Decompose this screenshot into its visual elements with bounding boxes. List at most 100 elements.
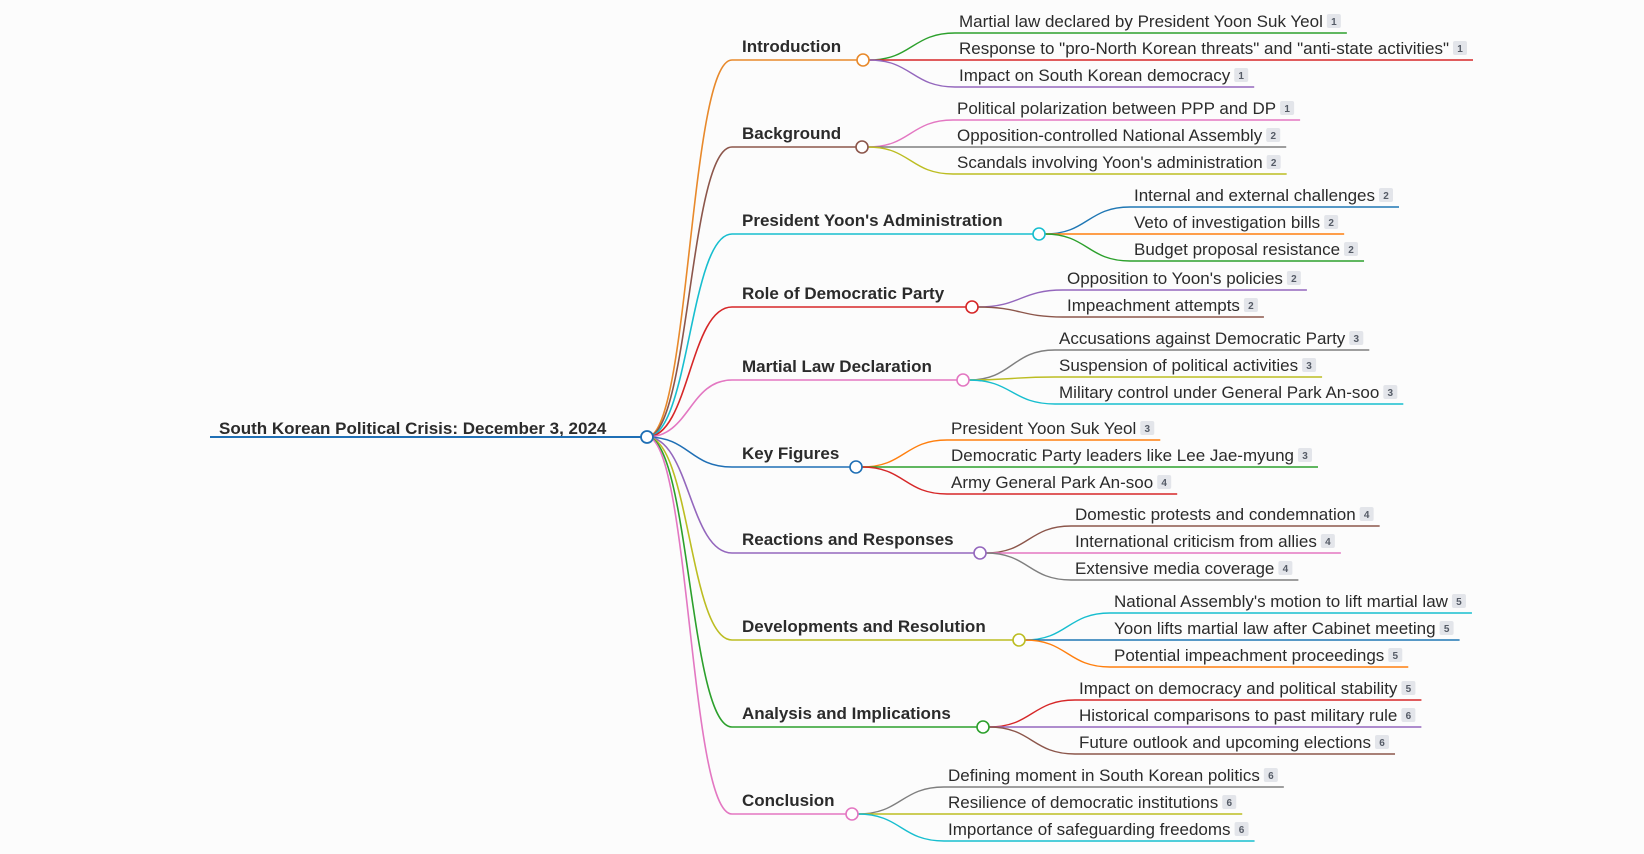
reference-badge: 1: [1331, 17, 1337, 28]
leaf-label: Opposition to Yoon's policies: [1067, 269, 1283, 288]
reference-badge: 5: [1444, 624, 1450, 635]
badge-background: [1278, 561, 1293, 575]
leaf-label: Impact on South Korean democracy: [959, 66, 1231, 85]
collapse-toggle-icon[interactable]: [856, 53, 870, 67]
badge-background: [1234, 822, 1249, 836]
branch-to-leaf-connector: [1024, 612, 1111, 641]
badge-background: [1263, 768, 1278, 782]
root-to-branch-connector: [646, 146, 733, 438]
branch-node[interactable]: Background: [732, 124, 869, 154]
leaf-node[interactable]: Political polarization between PPP and D…: [953, 99, 1301, 121]
collapse-toggle-icon[interactable]: [965, 300, 979, 314]
branch-node[interactable]: Martial Law Declaration: [732, 357, 970, 387]
branch-node[interactable]: Analysis and Implications: [732, 704, 990, 734]
branch-to-leaf-connector: [868, 32, 956, 61]
collapse-toggle-icon[interactable]: [845, 807, 859, 821]
leaf-node[interactable]: Military control under General Park An-s…: [1055, 383, 1404, 405]
leaf-label: Political polarization between PPP and D…: [957, 99, 1276, 118]
branch-to-leaf-connector: [861, 466, 948, 495]
branch-label: Analysis and Implications: [742, 704, 951, 723]
leaf-label: Resilience of democratic institutions: [948, 793, 1218, 812]
collapse-toggle-icon[interactable]: [855, 140, 869, 154]
leaf-node[interactable]: Defining moment in South Korean politics…: [944, 766, 1284, 788]
leaf-node[interactable]: Martial law declared by President Yoon S…: [955, 12, 1347, 34]
leaf-label: Budget proposal resistance: [1134, 240, 1340, 259]
leaf-label: International criticism from allies: [1075, 532, 1317, 551]
badge-background: [1266, 155, 1281, 169]
leaf-node[interactable]: Resilience of democratic institutions 6: [944, 793, 1243, 815]
reference-badge: 6: [1226, 798, 1232, 809]
collapse-toggle-icon[interactable]: [973, 546, 987, 560]
leaf-node[interactable]: Veto of investigation bills 2: [1130, 213, 1345, 235]
branch-node[interactable]: Role of Democratic Party: [732, 284, 979, 314]
leaf-node[interactable]: Impact on South Korean democracy 1: [955, 66, 1255, 88]
leaf-node[interactable]: Impact on democracy and political stabil…: [1075, 679, 1422, 701]
branch-label: Role of Democratic Party: [742, 284, 945, 303]
branch-node[interactable]: Conclusion: [732, 791, 859, 821]
collapse-toggle-icon[interactable]: [1032, 227, 1046, 241]
badge-background: [1375, 735, 1390, 749]
badge-background: [1320, 534, 1335, 548]
leaf-label: President Yoon Suk Yeol: [951, 419, 1136, 438]
reference-badge: 1: [1238, 71, 1244, 82]
collapse-toggle-icon[interactable]: [1012, 633, 1026, 647]
branch-to-leaf-connector: [1044, 233, 1131, 262]
leaf-node[interactable]: International criticism from allies 4: [1071, 532, 1341, 554]
leaf-node[interactable]: Scandals involving Yoon's administration…: [953, 153, 1287, 175]
reference-badge: 4: [1325, 537, 1331, 548]
leaf-label: Importance of safeguarding freedoms: [948, 820, 1231, 839]
reference-badge: 6: [1268, 771, 1274, 782]
leaf-node[interactable]: National Assembly's motion to lift marti…: [1110, 592, 1472, 614]
badge-background: [1451, 594, 1466, 608]
leaf-label: Response to "pro-North Korean threats" a…: [959, 39, 1449, 58]
branch-label: Background: [742, 124, 841, 143]
root-to-branch-connector: [646, 379, 733, 438]
leaf-node[interactable]: Response to "pro-North Korean threats" a…: [955, 39, 1473, 61]
root-node[interactable]: South Korean Political Crisis: December …: [210, 419, 654, 444]
leaf-label: Yoon lifts martial law after Cabinet mee…: [1114, 619, 1436, 638]
root-to-branch-connector: [646, 436, 733, 728]
leaf-node[interactable]: Historical comparisons to past military …: [1075, 706, 1422, 728]
branch-node[interactable]: Reactions and Responses: [732, 530, 987, 560]
reference-badge: 1: [1284, 104, 1290, 115]
badge-background: [1302, 358, 1317, 372]
branch-node[interactable]: President Yoon's Administration: [732, 211, 1046, 241]
collapse-toggle-icon[interactable]: [976, 720, 990, 734]
leaf-node[interactable]: Democratic Party leaders like Lee Jae-my…: [947, 446, 1318, 468]
badge-background: [1326, 14, 1341, 28]
branch-node[interactable]: Introduction: [732, 37, 870, 67]
leaf-label: Future outlook and upcoming elections: [1079, 733, 1371, 752]
collapse-toggle-icon[interactable]: [849, 460, 863, 474]
reference-badge: 2: [1328, 218, 1334, 229]
leaf-label: Potential impeachment proceedings: [1114, 646, 1384, 665]
collapse-toggle-icon[interactable]: [956, 373, 970, 387]
leaf-label: National Assembly's motion to lift marti…: [1114, 592, 1449, 611]
branch-node[interactable]: Key Figures: [732, 444, 863, 474]
branch-to-leaf-connector: [968, 349, 1056, 381]
leaf-label: Suspension of political activities: [1059, 356, 1298, 375]
collapse-toggle-icon[interactable]: [640, 430, 654, 444]
connector-layer: [646, 32, 1131, 842]
branch-to-leaf-connector: [857, 813, 945, 842]
leaf-label: Veto of investigation bills: [1134, 213, 1320, 232]
branch-node[interactable]: Developments and Resolution: [732, 617, 1026, 647]
leaf-node[interactable]: Yoon lifts martial law after Cabinet mee…: [1110, 619, 1460, 641]
badge-background: [1157, 475, 1172, 489]
leaf-label: Army General Park An-soo: [951, 473, 1153, 492]
badge-background: [1349, 331, 1364, 345]
